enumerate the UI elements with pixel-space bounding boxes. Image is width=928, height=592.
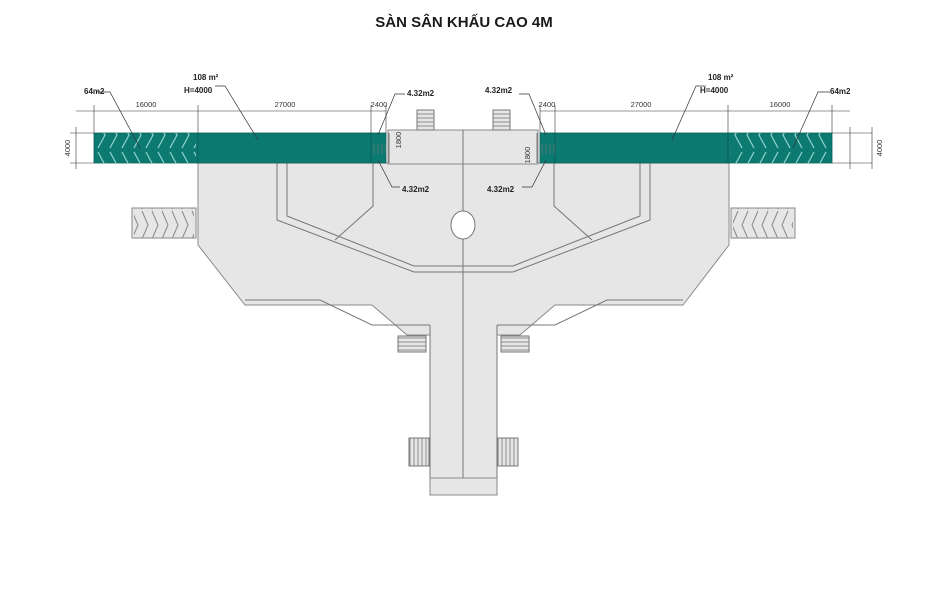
inner-brace-left xyxy=(334,163,374,241)
dim-right-small-width: 2400 xyxy=(539,100,556,109)
dim-right-height: 4000 xyxy=(875,140,884,157)
right-main-platform xyxy=(554,132,729,164)
dim-left-height: 4000 xyxy=(63,140,72,157)
lower-outline-right xyxy=(497,299,683,326)
label-left-small-top: 4.32m2 xyxy=(407,89,435,98)
label-left-main-area: 108 m² xyxy=(193,73,219,82)
dim-left-main-width: 27000 xyxy=(275,100,296,109)
left-main-platform xyxy=(197,132,372,164)
right-small-stair-mark xyxy=(540,144,555,154)
center-circle xyxy=(450,210,476,240)
leader-lines xyxy=(96,85,830,188)
page-title: SÀN SÂN KHẤU CAO 4M xyxy=(375,14,553,31)
inner-brace-right xyxy=(553,163,593,241)
left-small-stair-mark xyxy=(371,144,386,154)
dim-right-small-depth: 1800 xyxy=(523,147,532,164)
lower-outline-left xyxy=(245,299,430,326)
dim-left-small-width: 2400 xyxy=(371,100,388,109)
label-right-main-height: H=4000 xyxy=(700,86,729,95)
stem-end-block xyxy=(429,477,498,496)
label-right-main-area: 108 m² xyxy=(708,73,734,82)
dimension-lines xyxy=(70,105,873,169)
dim-right-main-width: 27000 xyxy=(631,100,652,109)
label-right-outer-area: 64m2 xyxy=(830,87,851,96)
label-right-small-bottom: 4.32m2 xyxy=(487,185,515,194)
label-left-main-height: H=4000 xyxy=(184,86,213,95)
dim-left-small-depth: 1800 xyxy=(394,132,403,149)
label-left-small-bottom: 4.32m2 xyxy=(402,185,430,194)
inner-pit-left xyxy=(276,163,463,273)
inner-pit-right xyxy=(463,163,651,273)
dim-right-outer-width: 16000 xyxy=(770,100,791,109)
label-left-outer-area: 64m2 xyxy=(84,87,105,96)
label-right-small-top: 4.32m2 xyxy=(485,86,513,95)
inner-pit-left-inner xyxy=(286,163,463,267)
inner-pit-right-inner xyxy=(463,163,641,267)
dim-left-outer-width: 16000 xyxy=(136,100,157,109)
